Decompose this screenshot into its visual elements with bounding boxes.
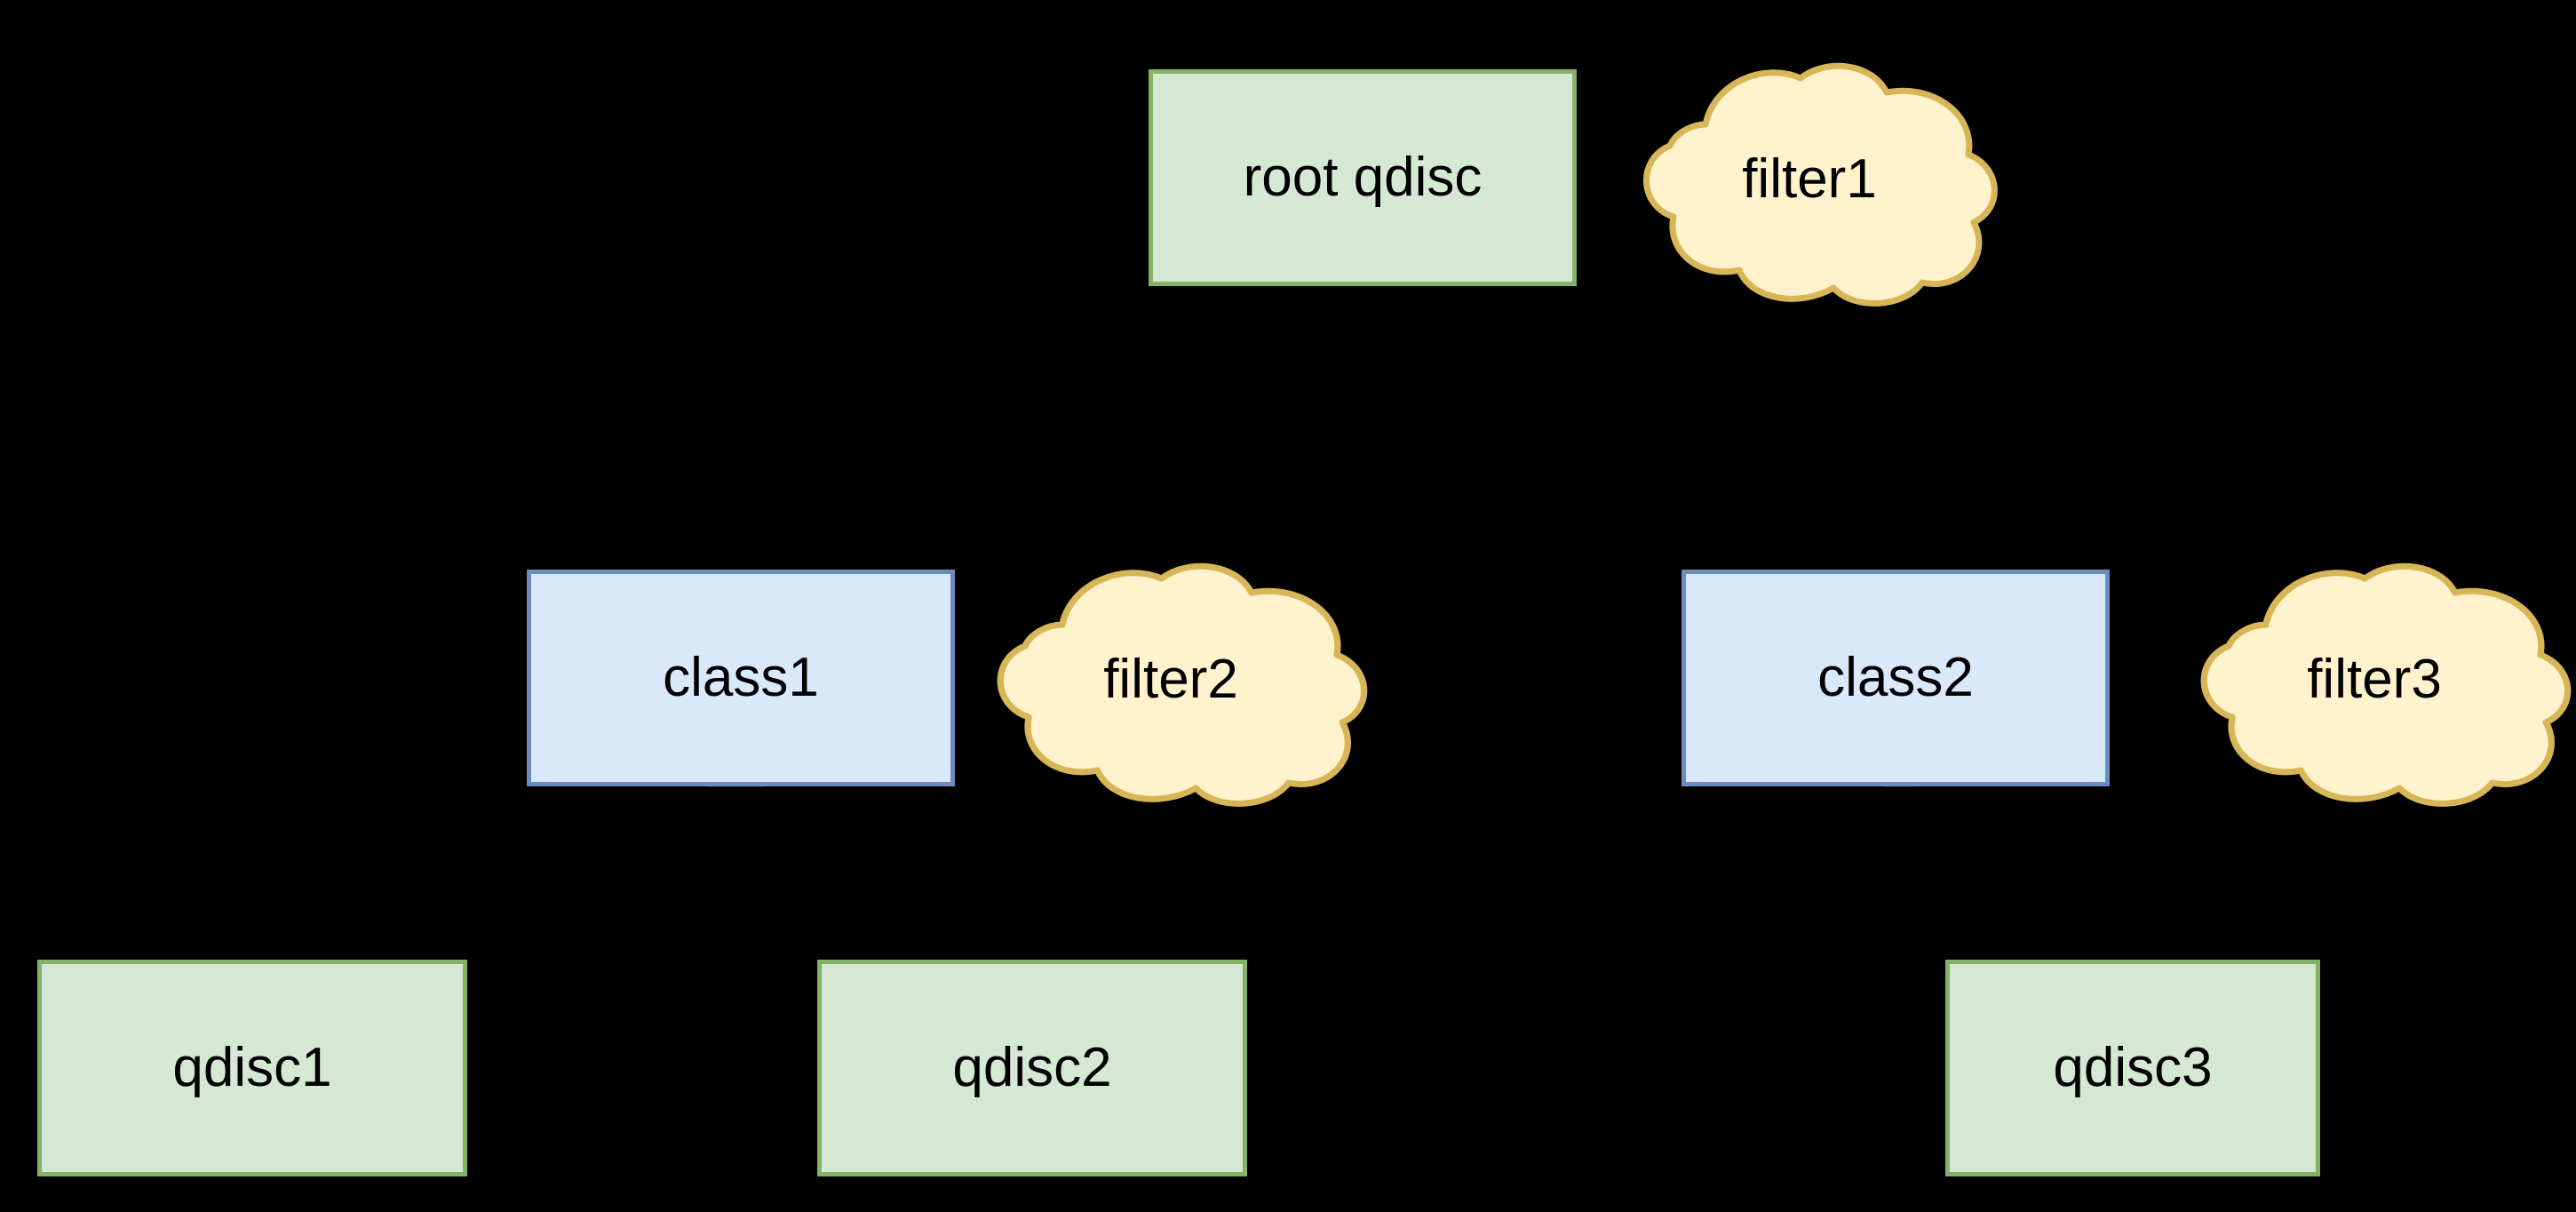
node-qdisc1-label: qdisc1 [172,1037,332,1098]
cloud-shape-filter1 [1643,62,1998,307]
node-qdisc3[interactable]: qdisc3 [1945,960,2320,1176]
node-qdisc2[interactable]: qdisc2 [817,960,1247,1176]
node-qdisc2-label: qdisc2 [952,1037,1112,1098]
node-root-qdisc-label: root qdisc [1243,147,1483,208]
cloud-shape-filter3 [2200,562,2572,807]
node-qdisc1[interactable]: qdisc1 [37,960,467,1176]
node-filter3-label: filter3 [2307,649,2442,710]
node-filter3[interactable]: filter3 [2166,546,2576,813]
node-filter1[interactable]: filter1 [1610,46,2009,313]
node-filter2[interactable]: filter2 [962,546,1379,813]
node-class2-label: class2 [1817,647,1974,708]
cloud-shape-filter2 [997,562,1368,807]
node-qdisc3-label: qdisc3 [2053,1037,2213,1098]
node-class1-label: class1 [663,647,819,708]
node-class1[interactable]: class1 [527,570,955,786]
node-filter2-label: filter2 [1103,649,1238,710]
node-filter1-label: filter1 [1742,148,1877,210]
node-class2[interactable]: class2 [1682,570,2110,786]
node-root-qdisc[interactable]: root qdisc [1149,69,1577,286]
